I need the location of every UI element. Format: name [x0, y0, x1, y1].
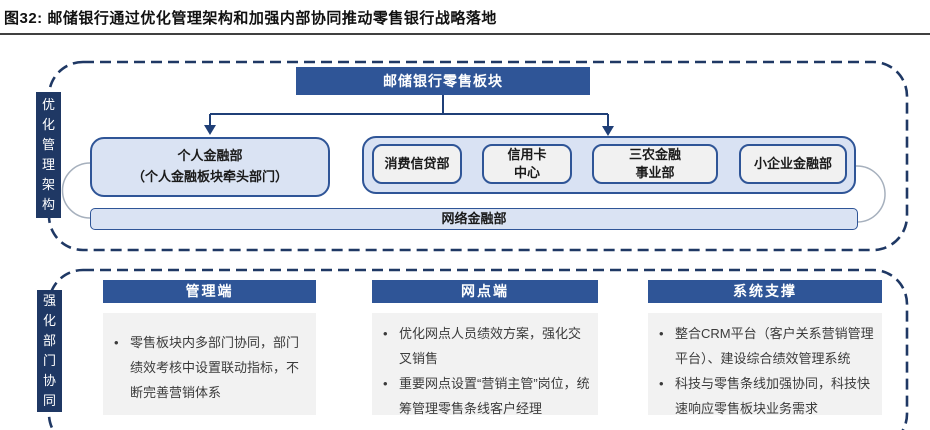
bullet-item: 整合CRM平台（客户关系营销管理平台）、建设综合绩效管理系统 — [648, 321, 874, 371]
column-header-branch: 网点端 — [372, 280, 598, 303]
column-header-system-support: 系统支撑 — [648, 280, 882, 303]
side-label-optimize-structure: 优化管理架构 — [36, 92, 61, 218]
column-body-branch: 优化网点人员绩效方案，强化交叉销售 重要网点设置“营销主管”岗位，统筹管理零售条… — [372, 313, 598, 416]
top-group-dashed-frame — [47, 60, 909, 252]
bullet-item: 优化网点人员绩效方案，强化交叉销售 — [372, 321, 590, 371]
bullet-item: 科技与零售条线加强协同，科技快速响应零售板块业务需求 — [648, 371, 874, 421]
figure-title: 图32: 邮储银行通过优化管理架构和加强内部协同推动零售银行战略落地 — [4, 10, 497, 27]
dept-box-consumer-credit: 消费信贷部 — [372, 144, 462, 184]
bullet-item: 零售板块内多部门协同，部门绩效考核中设置联动指标，不断完善营销体系 — [103, 330, 308, 405]
dept-box-credit-card-center: 信用卡 中心 — [482, 144, 572, 184]
lead-dept-box-personal-finance: 个人金融部 （个人金融板块牵头部门） — [90, 137, 330, 197]
arrow-left — [204, 125, 216, 135]
dept-box-sannong-finance: 三农金融 事业部 — [592, 144, 718, 184]
connector-lines — [209, 95, 609, 127]
dept-box-small-enterprise-finance: 小企业金融部 — [739, 144, 847, 184]
root-box-retail-segment: 邮储银行零售板块 — [296, 67, 590, 95]
column-body-management: 零售板块内多部门协同，部门绩效考核中设置联动指标，不断完善营销体系 — [103, 313, 316, 415]
title-underline — [0, 33, 930, 35]
bullet-item: 重要网点设置“营销主管”岗位，统筹管理零售条线客户经理 — [372, 371, 590, 421]
right-link-arc — [855, 165, 886, 223]
column-body-system-support: 整合CRM平台（客户关系营销管理平台）、建设综合绩效管理系统 科技与零售条线加强… — [648, 313, 882, 416]
bullet-list: 优化网点人员绩效方案，强化交叉销售 重要网点设置“营销主管”岗位，统筹管理零售条… — [372, 313, 598, 421]
network-finance-bar: 网络金融部 — [90, 208, 858, 230]
bullet-list: 零售板块内多部门协同，部门绩效考核中设置联动指标，不断完善营销体系 — [103, 313, 316, 405]
side-label-text: 优化管理架构 — [41, 97, 55, 212]
column-header-management: 管理端 — [103, 280, 316, 303]
bullet-list: 整合CRM平台（客户关系营销管理平台）、建设综合绩效管理系统 科技与零售条线加强… — [648, 313, 882, 421]
arrow-right — [602, 126, 614, 136]
side-label-text: 强化部门协同 — [42, 293, 56, 408]
left-link-arc — [61, 162, 91, 219]
side-label-strengthen-synergy: 强化部门协同 — [37, 290, 62, 412]
